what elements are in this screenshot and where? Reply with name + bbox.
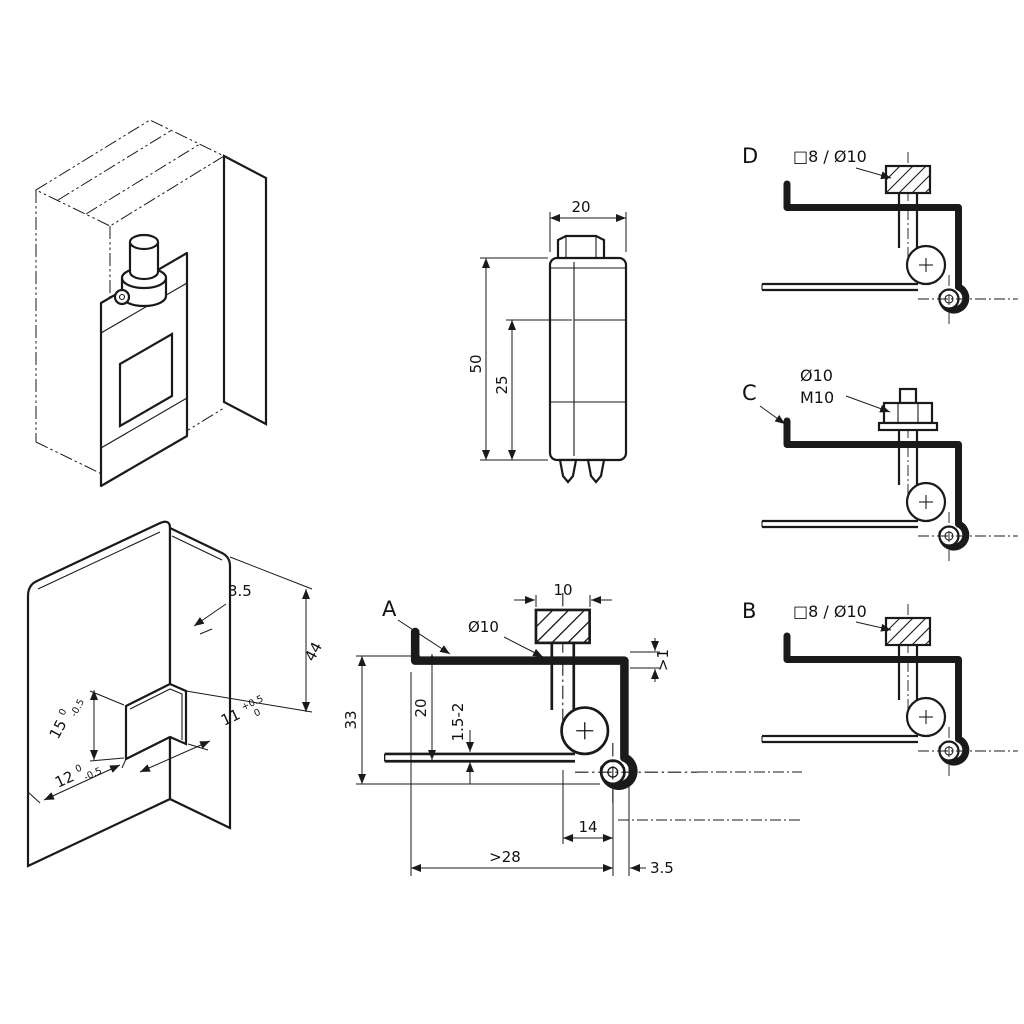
variant-c-spec-dia: Ø10: [800, 366, 833, 385]
weld-pin-left: [558, 458, 578, 484]
side-half-dim: 25: [493, 375, 511, 394]
section-plate-drop-dim-group: 20: [412, 654, 436, 760]
plate-flange-dim-group: 3.5: [193, 582, 252, 635]
hinge-pin-3d: [128, 233, 160, 281]
section-axis-offset-dim-group: 14: [562, 770, 614, 876]
section-min-depth-dim: >28: [489, 848, 521, 866]
section-thickness-dim: 1.5-2: [449, 703, 467, 742]
section-plate-drop-dim: 20: [412, 698, 430, 717]
plate-fold-face: [168, 526, 232, 830]
variant-d-label: D: [742, 144, 758, 168]
mounting-hole-center: [118, 293, 126, 301]
variant-c-label: C: [742, 381, 757, 405]
side-height-dim-group: 50: [467, 257, 548, 461]
leaf-window-cutout: [118, 332, 174, 428]
variant-b-spec: □8 / Ø10: [793, 602, 867, 621]
section-overall-dim: 33: [342, 710, 360, 729]
section-pivot-offset-dim: 3.5: [650, 859, 674, 877]
section-min-depth-dim-group: >28: [410, 672, 613, 876]
section-pin-dia-dim: Ø10: [468, 618, 499, 636]
view-side: 20 50 25: [467, 198, 628, 484]
view-variant-c: C Ø10 M10: [742, 366, 1018, 561]
view-iso-plate: 3.5 44 15 0 -0.5 11: [26, 520, 326, 868]
section-overall-dim-group: 33: [342, 655, 600, 785]
section-bolt-width-dim: 10: [553, 581, 572, 599]
side-width-dim-group: 20: [549, 198, 627, 252]
pin-cap-profile: [556, 234, 606, 258]
view-section-a: A Ø10 10 >1 20 1.5-2: [342, 581, 802, 877]
section-gap-dim-group: >1: [630, 638, 672, 682]
view-variant-d: D □8 / Ø10: [742, 144, 1018, 324]
variant-b-label: B: [742, 599, 756, 623]
variant-d-spec: □8 / Ø10: [793, 147, 867, 166]
side-half-dim-group: 25: [493, 319, 572, 460]
section-bolt-width-dim-group: 10: [514, 581, 612, 607]
view-iso-assembly: [34, 119, 268, 488]
view-variant-b: B □8 / Ø10: [742, 599, 1018, 776]
section-gap-dim: >1: [654, 649, 672, 671]
frame-flange: [222, 154, 268, 426]
side-width-dim: 20: [571, 198, 590, 216]
plate-height-dim: 44: [301, 639, 326, 664]
section-thickness-dim-group: 1.5-2: [449, 703, 474, 784]
variant-c-spec-thread: M10: [800, 388, 834, 407]
weld-pin-right: [586, 458, 606, 484]
side-height-dim: 50: [467, 354, 485, 373]
mounting-hole: [113, 288, 131, 306]
section-label: A: [382, 597, 397, 621]
section-axis-offset-dim: 14: [578, 818, 597, 836]
plate-flange-dim: 3.5: [228, 582, 252, 600]
hinge-body-profile: [548, 256, 628, 462]
section-pivot-offset-dim-group: 3.5: [628, 762, 674, 877]
hinge-leaf-3d: [99, 251, 189, 488]
